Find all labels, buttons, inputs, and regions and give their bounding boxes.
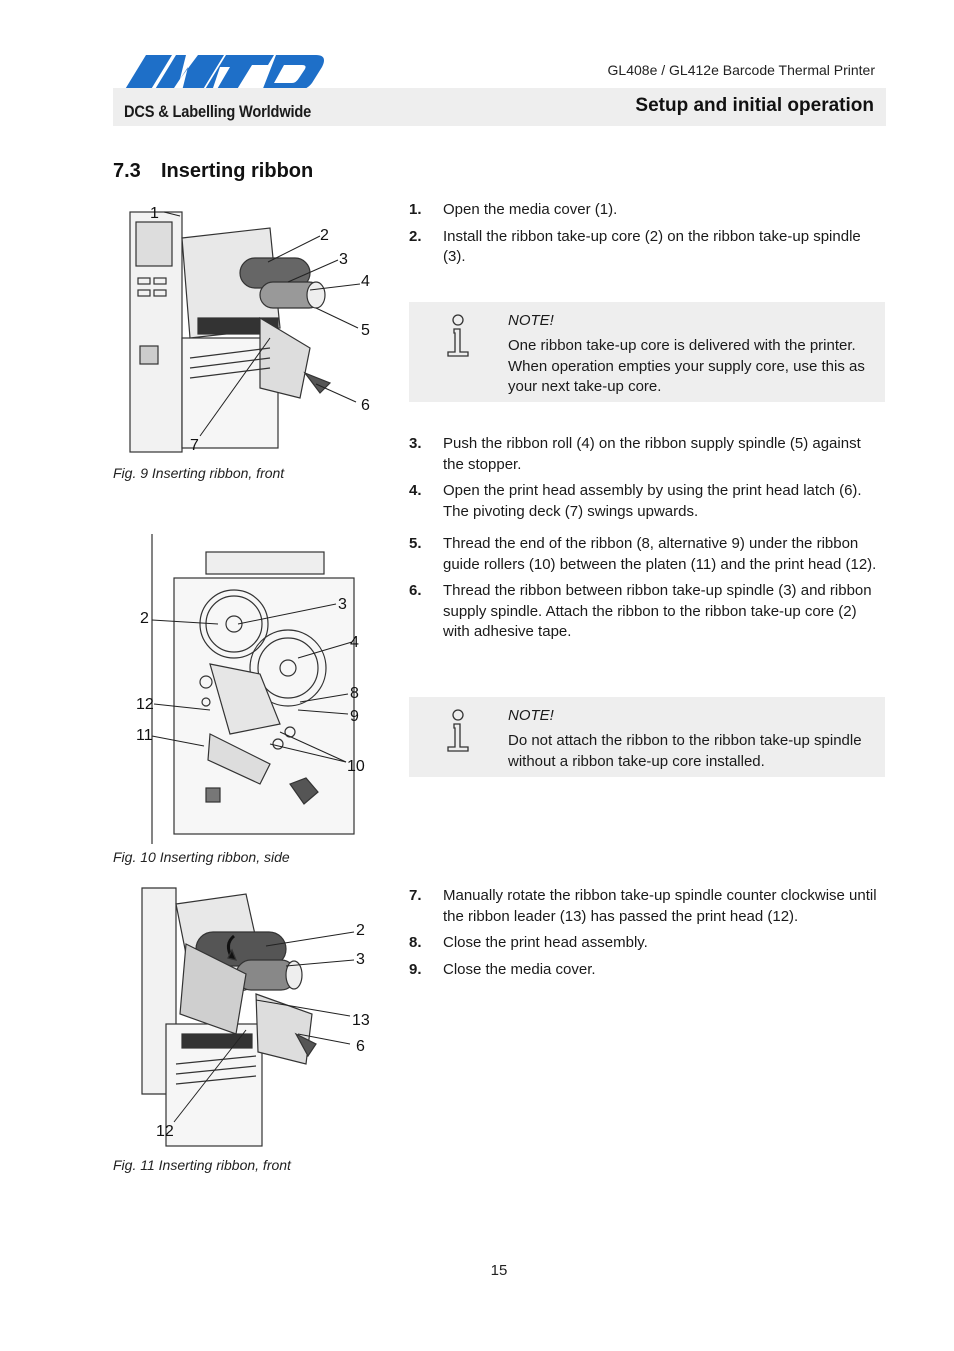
step-number: 4. bbox=[409, 482, 422, 499]
step-text: Manually rotate the ribbon take-up spind… bbox=[443, 887, 877, 925]
callout-1: 1 bbox=[150, 205, 159, 222]
header-band bbox=[113, 88, 886, 126]
callout-9: 9 bbox=[350, 708, 359, 725]
step-6: 6. Thread the ribbon between ribbon take-… bbox=[409, 581, 885, 643]
step-number: 6. bbox=[409, 582, 422, 599]
step-number: 3. bbox=[409, 435, 422, 452]
note-text: One ribbon take-up core is delivered wit… bbox=[508, 337, 865, 395]
callout-8: 8 bbox=[350, 685, 359, 702]
steps-list-b: 3. Push the ribbon roll (4) on the ribbon… bbox=[409, 434, 885, 649]
section-title: Inserting ribbon bbox=[161, 160, 314, 182]
step-number: 9. bbox=[409, 960, 422, 978]
note-box-1: NOTE! One ribbon take-up core is deliver… bbox=[409, 302, 885, 402]
step-number: 2. bbox=[409, 227, 422, 245]
callout-6: 6 bbox=[361, 397, 370, 414]
figure-9-caption: Fig. 9 Inserting ribbon, front bbox=[113, 465, 285, 481]
step-text: Open the media cover (1). bbox=[443, 201, 618, 218]
step-1: 1. Open the media cover (1). bbox=[409, 200, 885, 221]
figure-9: 1 2 3 4 5 6 7 bbox=[120, 198, 380, 460]
page-number: 15 bbox=[490, 1262, 508, 1279]
step-text: Thread the ribbon between ribbon take-up… bbox=[443, 582, 872, 640]
header-tagline: DCS & Labelling Worldwide bbox=[124, 102, 312, 121]
info-icon bbox=[447, 709, 469, 752]
header-model: GL408e / GL412e Barcode Thermal Printer bbox=[607, 62, 875, 78]
callout-4: 4 bbox=[350, 634, 359, 651]
steps-list-c: 7. Manually rotate the ribbon take-up spi… bbox=[409, 886, 885, 986]
step-number: 8. bbox=[409, 934, 422, 951]
section-number: 7.3 bbox=[113, 160, 141, 182]
step-number: 5. bbox=[409, 535, 422, 552]
figure-10: 2 3 4 8 9 12 11 10 bbox=[130, 534, 370, 844]
callout-10: 10 bbox=[347, 758, 365, 775]
callout-12: 12 bbox=[156, 1123, 174, 1140]
step-number: 1. bbox=[409, 201, 422, 218]
printer-side-illustration: 2 3 4 8 9 12 11 10 bbox=[136, 534, 365, 844]
note-title: NOTE! bbox=[508, 707, 554, 724]
callout-11: 11 bbox=[136, 727, 153, 744]
callout-6: 6 bbox=[356, 1038, 365, 1055]
note-text: Do not attach the ribbon to the ribbon t… bbox=[508, 732, 862, 770]
callout-7: 7 bbox=[190, 437, 199, 454]
callout-13: 13 bbox=[352, 1012, 370, 1029]
steps-list-a: 1. Open the media cover (1). 2. Install th… bbox=[409, 200, 885, 274]
section-heading: 7.3 Inserting ribbon bbox=[113, 160, 313, 183]
step-text: Push the ribbon roll (4) on the ribbon s… bbox=[443, 435, 861, 473]
callout-4: 4 bbox=[361, 273, 370, 290]
step-text: Close the media cover. bbox=[443, 960, 596, 978]
callout-3: 3 bbox=[339, 251, 348, 268]
callout-3: 3 bbox=[356, 951, 365, 968]
step-text: Close the print head assembly. bbox=[443, 934, 648, 951]
callout-5: 5 bbox=[361, 322, 370, 339]
printer-front-illustration: 1 2 3 4 5 6 7 bbox=[129, 205, 370, 454]
step-5: 5. Thread the end of the ribbon (8, alter… bbox=[409, 534, 885, 575]
callout-2: 2 bbox=[320, 227, 329, 244]
sato-logo bbox=[124, 55, 324, 91]
step-number: 7. bbox=[409, 887, 422, 904]
step-4: 4. Open the print head assembly by using … bbox=[409, 481, 885, 522]
step-text: Open the print head assembly by using th… bbox=[443, 482, 862, 520]
step-text: Install the ribbon take-up core (2) on t… bbox=[443, 227, 861, 266]
note-title: NOTE! bbox=[508, 312, 554, 329]
step-8: 8. Close the print head assembly. bbox=[409, 933, 885, 954]
figure-11-caption: Fig. 11 Inserting ribbon, front bbox=[113, 1157, 291, 1173]
header-section-title: Setup and initial operation bbox=[635, 95, 874, 116]
step-2: 2. Install the ribbon take-up core (2) on… bbox=[409, 227, 885, 268]
printer-front-ribbon-illustration: 2 3 13 6 12 bbox=[141, 887, 370, 1147]
step-3: 3. Push the ribbon roll (4) on the ribbon… bbox=[409, 434, 885, 475]
step-9: 9. Close the media cover. bbox=[409, 960, 885, 981]
step-7: 7. Manually rotate the ribbon take-up spi… bbox=[409, 886, 885, 927]
step-text: Thread the end of the ribbon (8, alterna… bbox=[443, 535, 877, 573]
info-icon bbox=[447, 314, 469, 357]
figure-11: 2 3 13 6 12 bbox=[136, 884, 376, 1152]
callout-2: 2 bbox=[356, 922, 365, 939]
note-box-2: NOTE! Do not attach the ribbon to the ri… bbox=[409, 697, 885, 777]
callout-2: 2 bbox=[140, 610, 149, 627]
callout-12: 12 bbox=[136, 696, 154, 713]
callout-3: 3 bbox=[338, 596, 347, 613]
figure-10-caption: Fig. 10 Inserting ribbon, side bbox=[113, 849, 290, 865]
